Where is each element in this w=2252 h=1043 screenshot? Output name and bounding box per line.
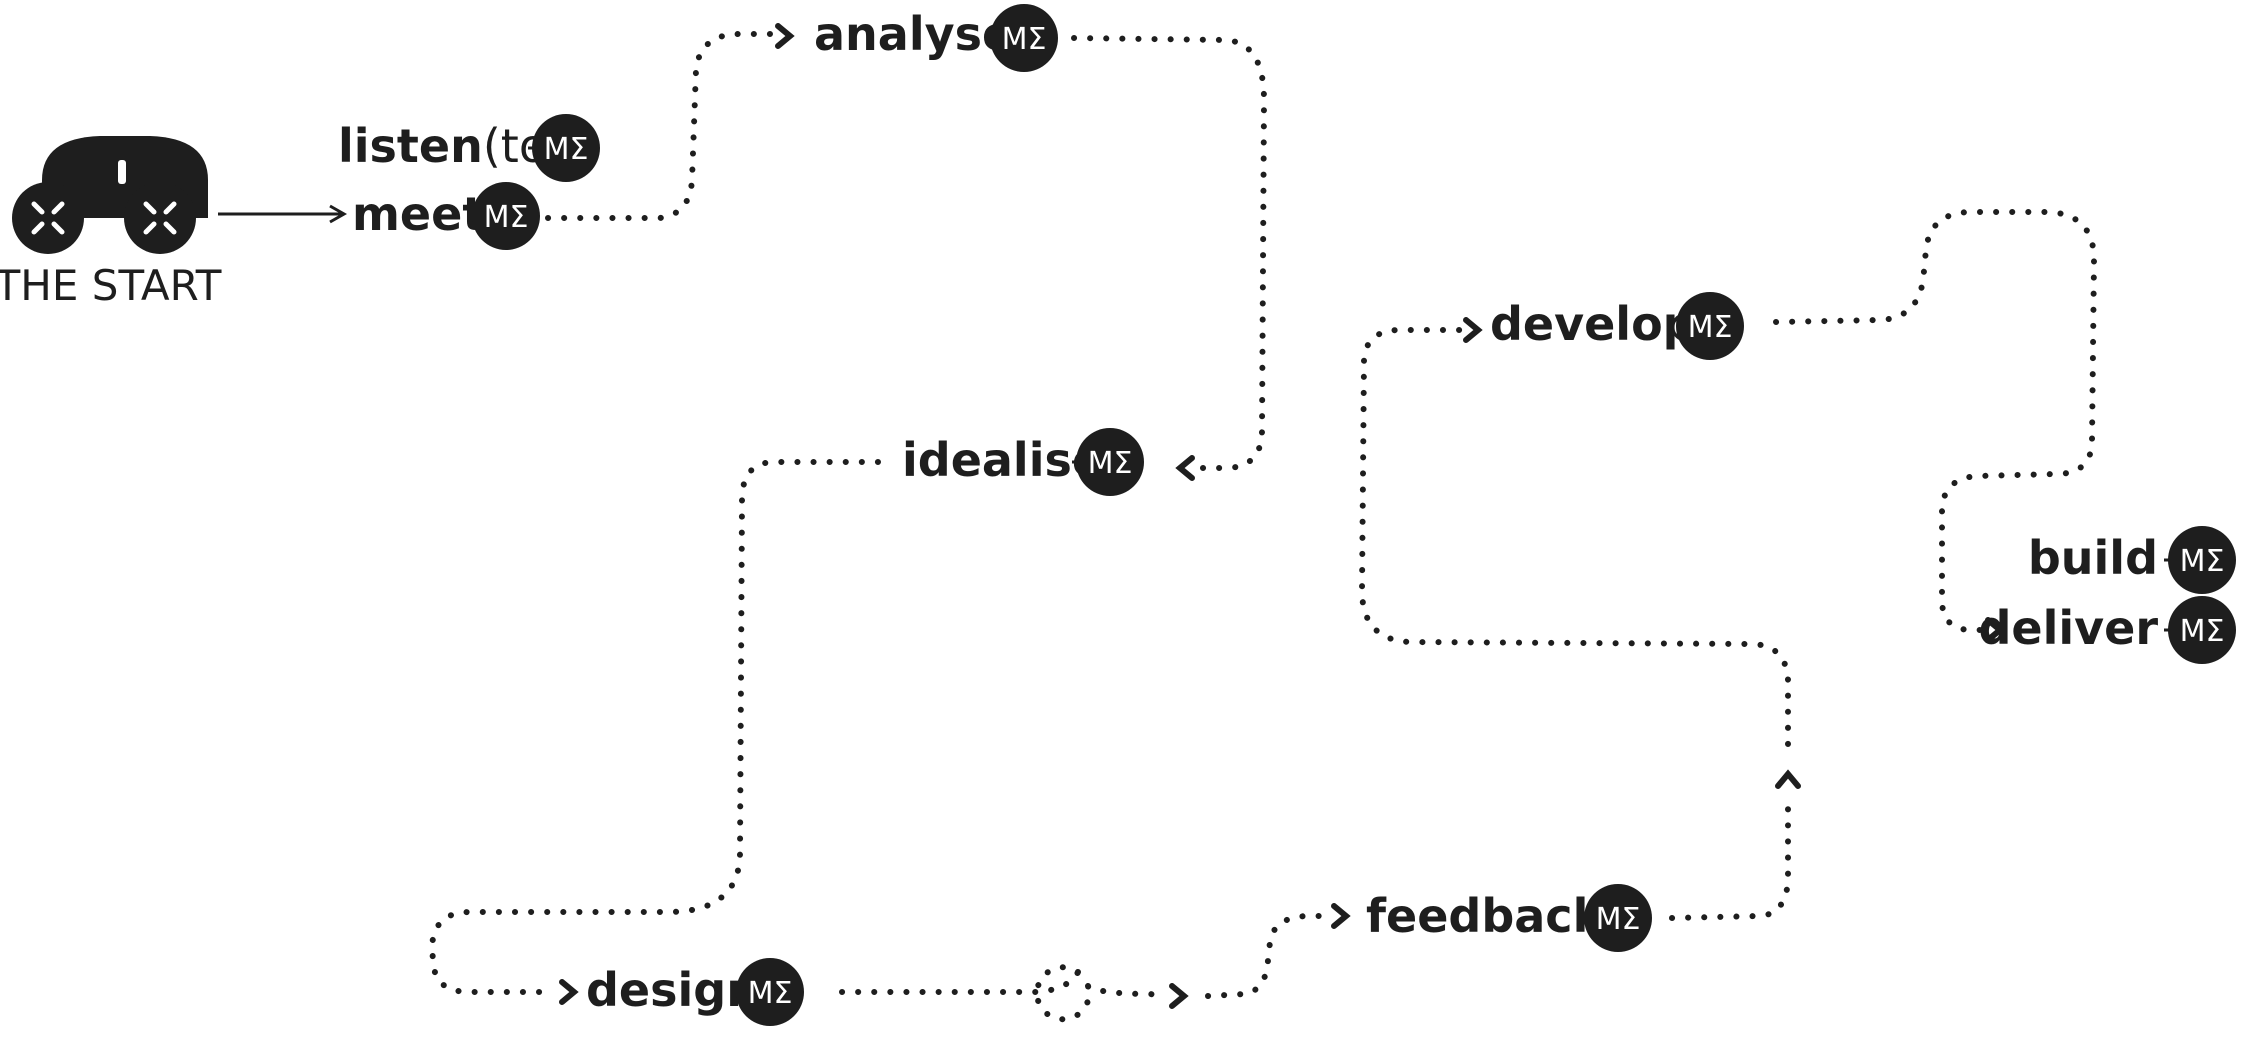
step-feedback-label: feedback xyxy=(1366,889,1605,943)
step-design: design ΜΣ xyxy=(586,958,804,1026)
step-build-badge-text: ΜΣ xyxy=(2180,544,2225,579)
arrow-to-analyse xyxy=(775,23,795,49)
step-analyse-badge-text: ΜΣ xyxy=(1002,22,1047,57)
start-arrow xyxy=(218,204,348,224)
step-develop-badge xyxy=(1676,292,1744,360)
step-design-label: design xyxy=(586,963,759,1017)
step-feedback-badge xyxy=(1584,884,1652,952)
step-deliver-badge-text: ΜΣ xyxy=(2180,614,2225,649)
step-feedback: feedback ΜΣ xyxy=(1366,884,1652,952)
step-listen-badge-text: ΜΣ xyxy=(544,132,589,167)
step-meet-badge-text: ΜΣ xyxy=(484,200,529,235)
step-feedback-badge-text: ΜΣ xyxy=(1596,902,1641,937)
step-analyse-badge xyxy=(990,4,1058,72)
step-listen: listen(to) ΜΣ xyxy=(338,114,600,182)
step-deliver-label: deliver xyxy=(1978,601,2158,655)
path-idealise-to-design xyxy=(428,459,881,995)
arrow-to-idealise xyxy=(1175,455,1195,481)
arrow-to-develop xyxy=(1463,317,1483,343)
step-design-badge-text: ΜΣ xyxy=(748,976,793,1011)
arrow-to-deliver xyxy=(1985,617,2005,643)
step-build-label: build xyxy=(2028,531,2158,585)
path-design-to-feedback-2 xyxy=(1205,913,1333,999)
path-feedback-to-develop-2 xyxy=(1358,327,1791,747)
path-analyse-to-idealise xyxy=(1071,35,1268,471)
step-analyse-label: analyse xyxy=(814,7,1013,61)
path-develop-to-deliver xyxy=(1773,209,2098,633)
path-feedback-to-develop xyxy=(1669,797,1791,921)
svg-text:listen(to): listen(to) xyxy=(338,119,565,173)
step-listen-label: listen xyxy=(338,119,483,173)
step-idealise: idealise ΜΣ xyxy=(902,428,1144,496)
step-idealise-label: idealise xyxy=(902,433,1103,487)
step-design-badge xyxy=(736,958,804,1026)
step-develop-label: develop xyxy=(1490,297,1696,351)
step-meet: meet ΜΣ xyxy=(352,182,540,250)
step-deliver-badge xyxy=(2168,596,2236,664)
step-develop: develop ΜΣ xyxy=(1490,292,1744,360)
arrow-to-design xyxy=(559,979,579,1005)
arrow-feedback-up xyxy=(1775,769,1801,789)
step-idealise-badge-text: ΜΣ xyxy=(1088,446,1133,481)
step-meet-badge xyxy=(472,182,540,250)
step-build: build ΜΣ xyxy=(2028,526,2236,594)
path-design-to-feedback xyxy=(839,964,1168,1023)
step-meet-label: meet xyxy=(352,187,484,241)
start-character-icon xyxy=(12,136,208,254)
step-deliver: deliver ΜΣ xyxy=(1978,596,2236,664)
step-build-badge xyxy=(2168,526,2236,594)
step-analyse: analyse ΜΣ xyxy=(814,4,1058,72)
step-develop-badge-text: ΜΣ xyxy=(1688,310,1733,345)
start-label: THE START xyxy=(0,261,222,310)
path-meet-to-analyse xyxy=(545,31,778,221)
arrow-to-feedback xyxy=(1331,903,1351,929)
arrow-design-feedback-mid xyxy=(1169,983,1189,1009)
step-listen-badge xyxy=(532,114,600,182)
step-idealise-badge xyxy=(1076,428,1144,496)
